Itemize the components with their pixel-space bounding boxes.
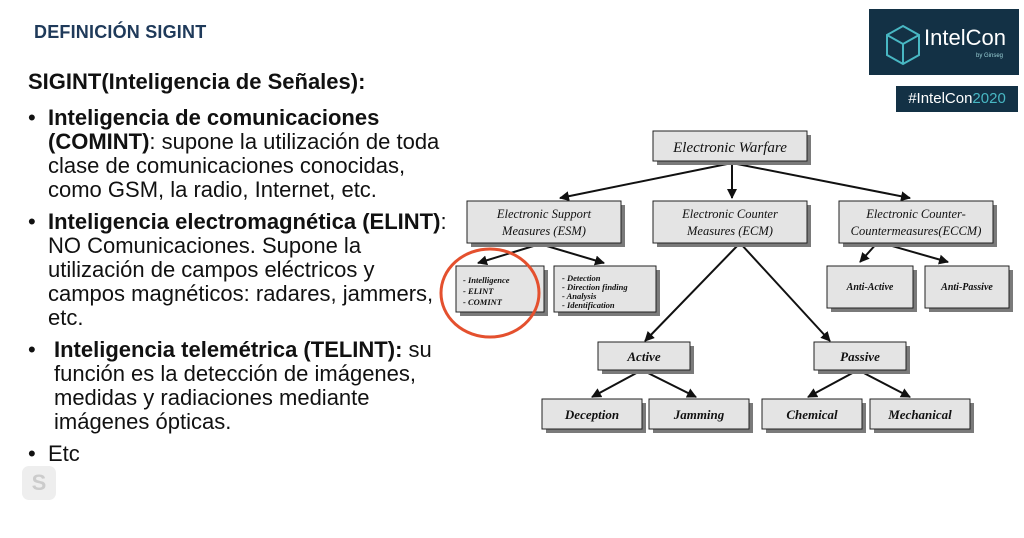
label-esm-right-3: - Analysis — [562, 291, 597, 301]
diagram-labels: Electronic Warfare Electronic Support Me… — [463, 140, 993, 422]
bullet-title: Inteligencia de comunicaciones (COMINT) — [48, 105, 380, 154]
label-esm-right-2: - Direction finding — [562, 282, 628, 292]
bullet-dot: • — [28, 441, 36, 466]
bullet-text: : NO Comunicaciones. Supone la utilizaci… — [48, 209, 447, 330]
label-eccm-line1: Electronic Counter- — [865, 207, 966, 221]
node-anti-passive — [924, 265, 1010, 309]
connector — [539, 243, 605, 266]
label-esm-left-1: - Intelligence — [463, 275, 510, 285]
hashtag-prefix: #IntelCon — [908, 90, 973, 107]
diagram-nodes — [455, 130, 1010, 430]
connector — [591, 369, 643, 398]
connector — [641, 369, 697, 398]
bullet-dot: • — [28, 105, 36, 130]
node-esm-left — [455, 265, 545, 313]
node-deception — [541, 398, 643, 430]
node-esm — [466, 200, 622, 244]
connector — [731, 162, 911, 202]
label-esm-line2: Measures (ESM) — [501, 224, 586, 238]
node-anti-active — [826, 265, 914, 309]
connector — [857, 369, 911, 398]
label-deception: Deception — [564, 407, 619, 422]
bullet-elint: • Inteligencia electromagnética (ELINT):… — [28, 210, 448, 330]
connector — [807, 369, 859, 398]
sigint-content: SIGINT(Inteligencia de Señales): • Intel… — [28, 70, 448, 474]
label-active: Active — [626, 349, 660, 364]
node-electronic-warfare — [652, 130, 808, 162]
slideshare-watermark-icon: S — [22, 466, 56, 500]
intelcon-logo: IntelCon by Ginseg — [869, 9, 1019, 75]
connector — [739, 242, 831, 342]
connector — [644, 242, 741, 342]
label-esm-right-1: - Detection — [562, 273, 601, 283]
bullet-text: Etc — [48, 441, 80, 466]
label-eccm-line2: Countermeasures(ECCM) — [851, 224, 982, 238]
node-mechanical — [869, 398, 971, 430]
label-electronic-warfare: Electronic Warfare — [672, 140, 787, 156]
label-mechanical: Mechanical — [887, 407, 952, 422]
label-esm-right-4: - Identification — [562, 300, 615, 310]
node-jamming — [648, 398, 750, 430]
bullet-dot: • — [28, 209, 36, 234]
label-anti-passive: Anti-Passive — [940, 282, 993, 293]
bullet-title: Inteligencia telemétrica (TELINT): — [54, 337, 403, 362]
label-jamming: Jamming — [673, 407, 725, 422]
bullet-comint: • Inteligencia de comunicaciones (COMINT… — [28, 106, 448, 202]
node-ecm — [652, 200, 808, 244]
node-esm-right — [553, 265, 657, 313]
label-esm-left-3: - COMINT — [463, 297, 503, 307]
label-anti-active: Anti-Active — [846, 282, 894, 293]
label-chemical: Chemical — [786, 407, 838, 422]
label-passive: Passive — [840, 349, 880, 364]
bullet-text: : supone la utilización de toda clase de… — [48, 129, 440, 202]
highlight-circle — [439, 247, 541, 339]
slide-title: DEFINICIÓN SIGINT — [34, 22, 207, 42]
bullet-telint: • Inteligencia telemétrica (TELINT): su … — [28, 338, 448, 434]
label-ecm-line1: Electronic Counter — [681, 207, 778, 221]
hashtag-badge: #IntelCon2020 — [896, 86, 1018, 112]
content-heading: SIGINT(Inteligencia de Señales): — [28, 69, 366, 94]
bullet-text: su función es la detección de imágenes, … — [54, 337, 432, 434]
node-passive — [813, 341, 907, 371]
logo-name: IntelCon — [924, 25, 1006, 50]
connector — [559, 162, 733, 202]
label-esm-left-2: - ELINT — [463, 286, 494, 296]
label-esm-line1: Electronic Support — [496, 207, 592, 221]
bullet-title: Inteligencia electromagnética (ELINT) — [48, 209, 441, 234]
cube-logo-icon — [886, 24, 920, 66]
node-chemical — [761, 398, 863, 430]
logo-byline: by Ginseg — [976, 53, 1004, 59]
hashtag-year: 2020 — [972, 90, 1006, 107]
bullet-dot: • — [28, 337, 36, 362]
node-active — [597, 341, 691, 371]
label-ecm-line2: Measures (ECM) — [686, 224, 773, 238]
bullet-etc: • Etc — [28, 442, 448, 466]
node-eccm — [838, 200, 994, 244]
